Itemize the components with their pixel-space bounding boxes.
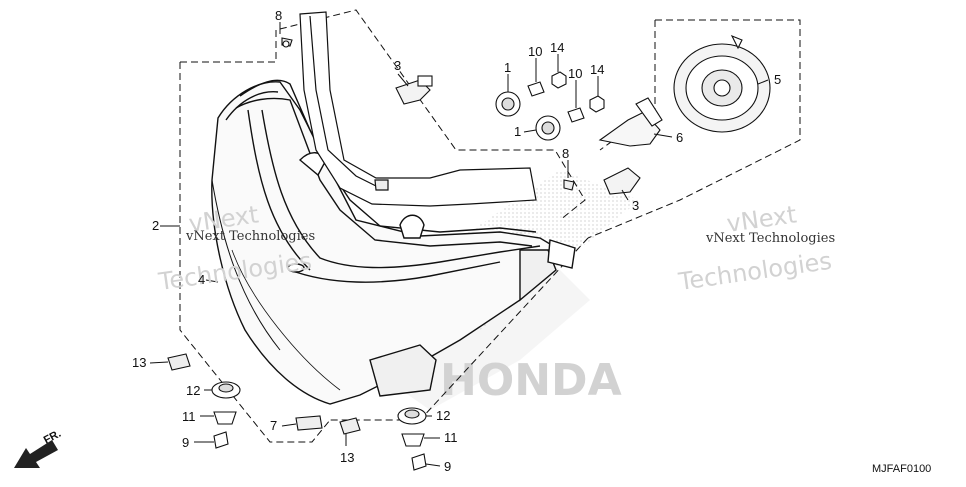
- background-brand-text: HONDA: [440, 355, 622, 406]
- callout-10: 10: [568, 66, 582, 81]
- callout-2: 2: [152, 218, 159, 233]
- callout-3: 3: [394, 58, 401, 73]
- callout-1: 1: [504, 60, 511, 75]
- callout-12: 12: [436, 408, 450, 423]
- callout-8: 8: [275, 8, 282, 23]
- callout-13: 13: [132, 355, 146, 370]
- callout-6: 6: [676, 130, 683, 145]
- callout-10: 10: [528, 44, 542, 59]
- callout-11: 11: [444, 430, 458, 445]
- callout-11: 11: [182, 409, 196, 424]
- headlight-assembly: [211, 79, 576, 405]
- callout-14: 14: [590, 62, 604, 77]
- callout-7: 7: [270, 418, 277, 433]
- leader-lines: [149, 22, 769, 467]
- callout-14: 14: [550, 40, 564, 55]
- callout-3: 3: [632, 198, 639, 213]
- svg-text:Technologies: Technologies: [676, 247, 834, 296]
- drawing-code: MJFAF0100: [872, 463, 931, 475]
- callout-8: 8: [562, 146, 569, 161]
- callout-4: 4: [198, 272, 205, 287]
- small-parts: [167, 34, 771, 471]
- callout-labels: 8 3 1 10 14 10 14 1 5 6 8 3 2 4 13 12 11…: [132, 8, 781, 474]
- front-direction-arrow: FR.: [14, 428, 63, 468]
- callout-12: 12: [186, 383, 200, 398]
- direction-label: FR.: [42, 428, 63, 447]
- svg-text:vNext Technologies: vNext Technologies: [185, 229, 315, 244]
- upper-trim-strip: [299, 11, 537, 207]
- callout-1: 1: [514, 124, 521, 139]
- callout-13: 13: [340, 450, 354, 465]
- callout-9: 9: [444, 459, 451, 474]
- svg-text:vNext Technologies: vNext Technologies: [705, 231, 835, 246]
- callout-9: 9: [182, 435, 189, 450]
- callout-5: 5: [774, 72, 781, 87]
